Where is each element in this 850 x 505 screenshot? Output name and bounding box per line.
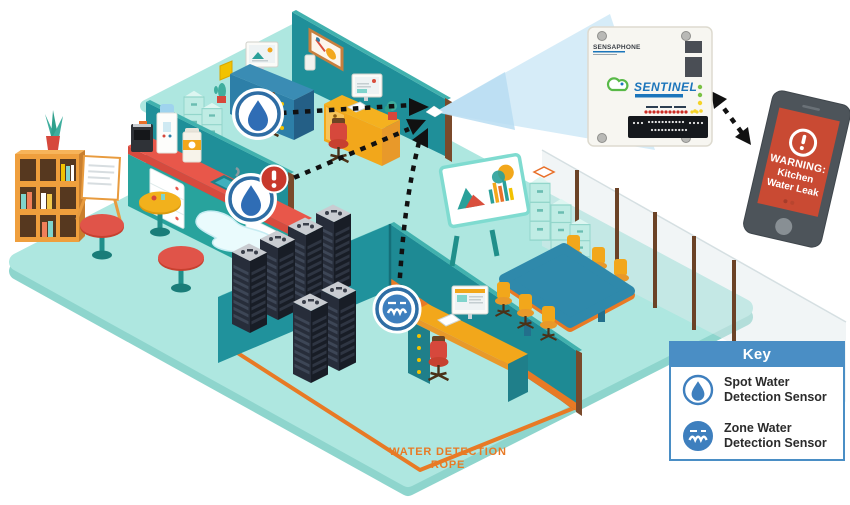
rope-label-line2: ROPE	[431, 459, 465, 471]
rope-label: WATER DETECTION ROPE	[389, 446, 507, 471]
desk-yellow-upper	[324, 73, 400, 166]
legend-title: Key	[671, 343, 843, 367]
terminal-strip	[628, 116, 708, 138]
canister	[182, 128, 202, 163]
coffee-machine	[131, 121, 153, 152]
conference-chair	[494, 281, 513, 317]
conference-chair	[539, 305, 558, 341]
sentinel-device: SENSAPHONE SENTINEL	[587, 26, 713, 147]
desktop-monitor	[351, 73, 383, 101]
cactus-plant	[214, 83, 226, 103]
sensor-signal-arrows	[271, 91, 751, 291]
legend-label-line: Spot Water	[724, 375, 790, 390]
desktop-monitor	[451, 285, 489, 319]
glass-partition-wall	[541, 149, 847, 402]
device-brand-label: SENSAPHONE	[593, 44, 641, 51]
status-led-green	[697, 92, 703, 98]
flipchart-easel	[75, 154, 123, 223]
desktop-monitor	[245, 41, 279, 71]
spot-water-sensor-icon	[682, 374, 714, 406]
wall-transmitter-icon	[425, 105, 444, 118]
cafe-table-yellow	[139, 191, 181, 237]
smartphone-alert: WARNING: Kitchen Water Leak	[743, 90, 850, 248]
legend-label-line: Detection Sensor	[724, 436, 827, 450]
shelf-plant	[45, 110, 63, 150]
office-chair	[327, 116, 350, 164]
presentation-board	[438, 152, 531, 267]
arrow-device-to-phone	[715, 97, 747, 139]
terminal-indicator-dots	[644, 110, 699, 114]
wall-picture-frame	[308, 27, 344, 72]
glass-wall-post	[615, 188, 619, 285]
folder	[532, 166, 556, 178]
status-led-yellow	[697, 100, 703, 106]
glass-wall-post	[653, 212, 657, 308]
legend-item-spot: Spot Water Detection Sensor	[671, 367, 843, 413]
conference-chair	[516, 293, 535, 329]
legend-label-line: Detection Sensor	[724, 390, 827, 404]
glass-wall-post	[575, 170, 579, 265]
legend-key-box: Key Spot Water Detection Sensor Zone Wat…	[669, 341, 845, 461]
cloud-logo-icon	[606, 77, 629, 92]
zone-water-sensor	[372, 284, 422, 334]
spot-water-sensor-2	[225, 173, 277, 225]
arrow-zone-sensor	[396, 141, 422, 291]
arrow-spot-sensor-2	[271, 126, 410, 190]
papers	[437, 313, 461, 327]
bookshelf	[15, 110, 85, 242]
office-chair	[427, 334, 450, 382]
cafe-table-red	[158, 246, 204, 293]
legend-item-zone: Zone Water Detection Sensor	[671, 413, 843, 459]
conference-cabinets	[529, 166, 591, 274]
cafe-table-red	[80, 214, 124, 260]
exclamation-circle-icon	[789, 128, 818, 157]
spot-water-sensor-1	[232, 88, 284, 140]
rope-label-line1: WATER DETECTION	[389, 446, 507, 458]
water-cooler	[156, 104, 178, 154]
device-product-label: SENTINEL	[634, 80, 697, 94]
glass-wall-post	[732, 260, 736, 352]
trash-can	[304, 54, 316, 71]
leak-warning-badge	[259, 164, 289, 194]
phone-home-button	[775, 217, 793, 235]
phone-speaker	[802, 104, 820, 111]
arrow-spot-sensor-1	[280, 102, 413, 116]
exclamation-icon	[271, 170, 277, 181]
desk-yellow-middle	[408, 285, 528, 402]
phone-screen	[757, 107, 840, 217]
glass-wall-post	[692, 236, 696, 330]
legend-label-line: Zone Water	[724, 421, 792, 436]
zone-water-sensor-icon	[683, 421, 713, 451]
status-led-green	[697, 84, 703, 90]
